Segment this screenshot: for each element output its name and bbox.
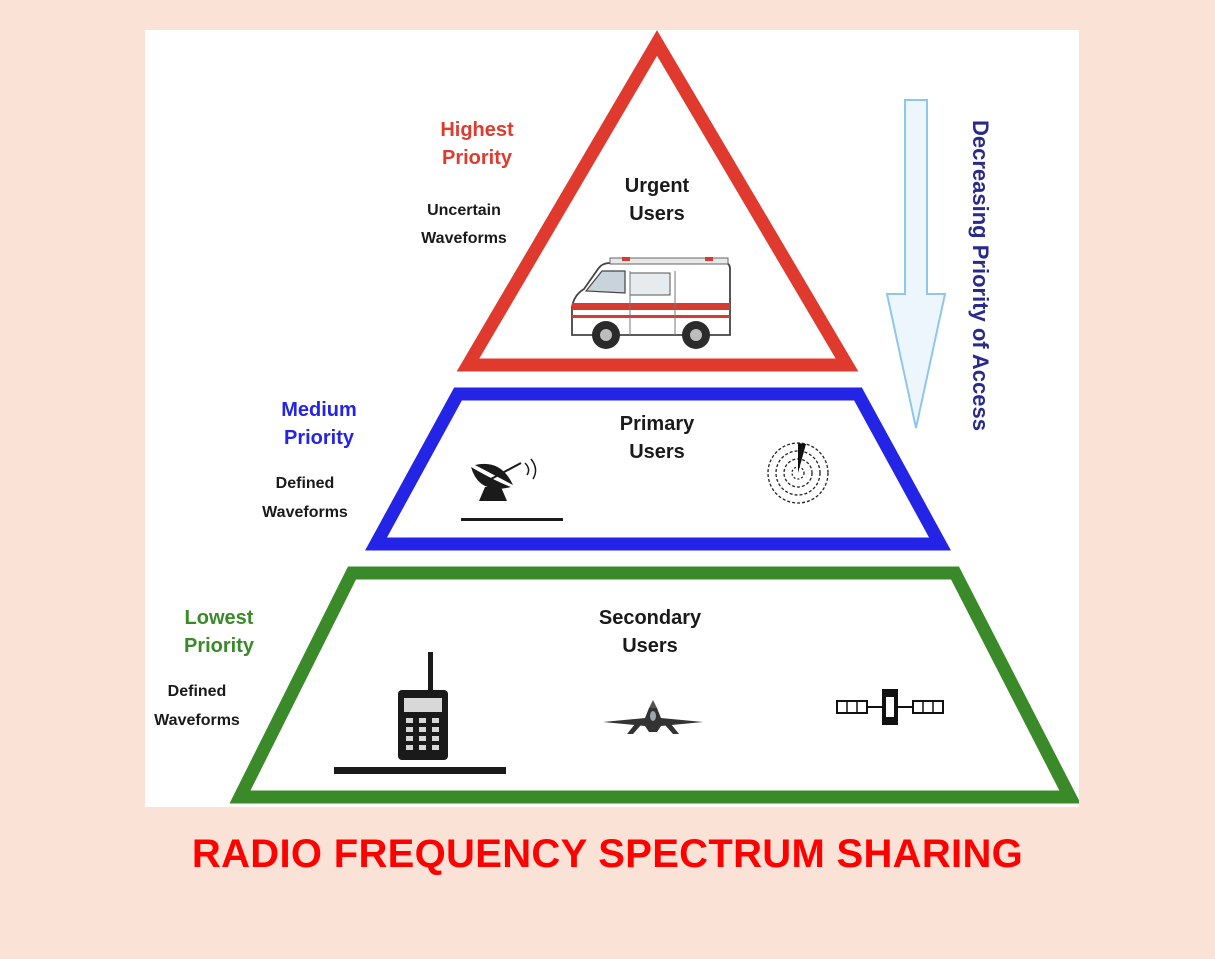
arrow-label: Decreasing Priority of Access	[968, 120, 993, 431]
diagram-panel: Decreasing Priority of Access Highest Pr…	[145, 30, 1079, 807]
medium-waveforms-line1: Defined	[276, 475, 335, 492]
secondary-users-line1: Secondary	[599, 607, 702, 629]
uncertain-waveforms-line1: Uncertain	[427, 202, 501, 219]
lowest-waveforms-line1: Defined	[168, 683, 227, 700]
medium-priority-label-line2: Priority	[284, 427, 355, 449]
page-title: RADIO FREQUENCY SPECTRUM SHARING	[191, 832, 1024, 876]
secondary-users-line2: Users	[622, 635, 678, 657]
medium-waveforms-line2: Waveforms	[262, 504, 348, 521]
down-arrow-icon	[885, 99, 947, 429]
ambulance-icon	[571, 257, 731, 349]
urgent-tier-triangle	[456, 30, 859, 372]
satellite-dish-icon	[461, 458, 563, 521]
satellite-icon	[836, 689, 944, 725]
urgent-users-line2: Users	[629, 203, 685, 225]
primary-tier-trapezoid	[365, 387, 951, 551]
primary-users-line2: Users	[629, 441, 685, 463]
highest-priority-label-line1: Highest	[440, 119, 514, 141]
lowest-waveforms-line2: Waveforms	[154, 712, 240, 729]
lowest-priority-label-line1: Lowest	[185, 607, 254, 629]
medium-priority-label-line1: Medium	[281, 399, 357, 421]
lowest-priority-label-line2: Priority	[184, 635, 255, 657]
primary-users-line1: Primary	[620, 413, 695, 435]
urgent-users-line1: Urgent	[625, 175, 690, 197]
radar-icon	[767, 442, 829, 504]
walkie-talkie-icon	[334, 652, 506, 774]
priority-pyramid-diagram: Decreasing Priority of Access Highest Pr…	[154, 30, 1079, 804]
secondary-tier-trapezoid	[229, 566, 1079, 804]
highest-priority-label-line2: Priority	[442, 147, 513, 169]
uncertain-waveforms-line2: Waveforms	[421, 230, 507, 247]
fighter-jet-icon	[603, 700, 703, 734]
